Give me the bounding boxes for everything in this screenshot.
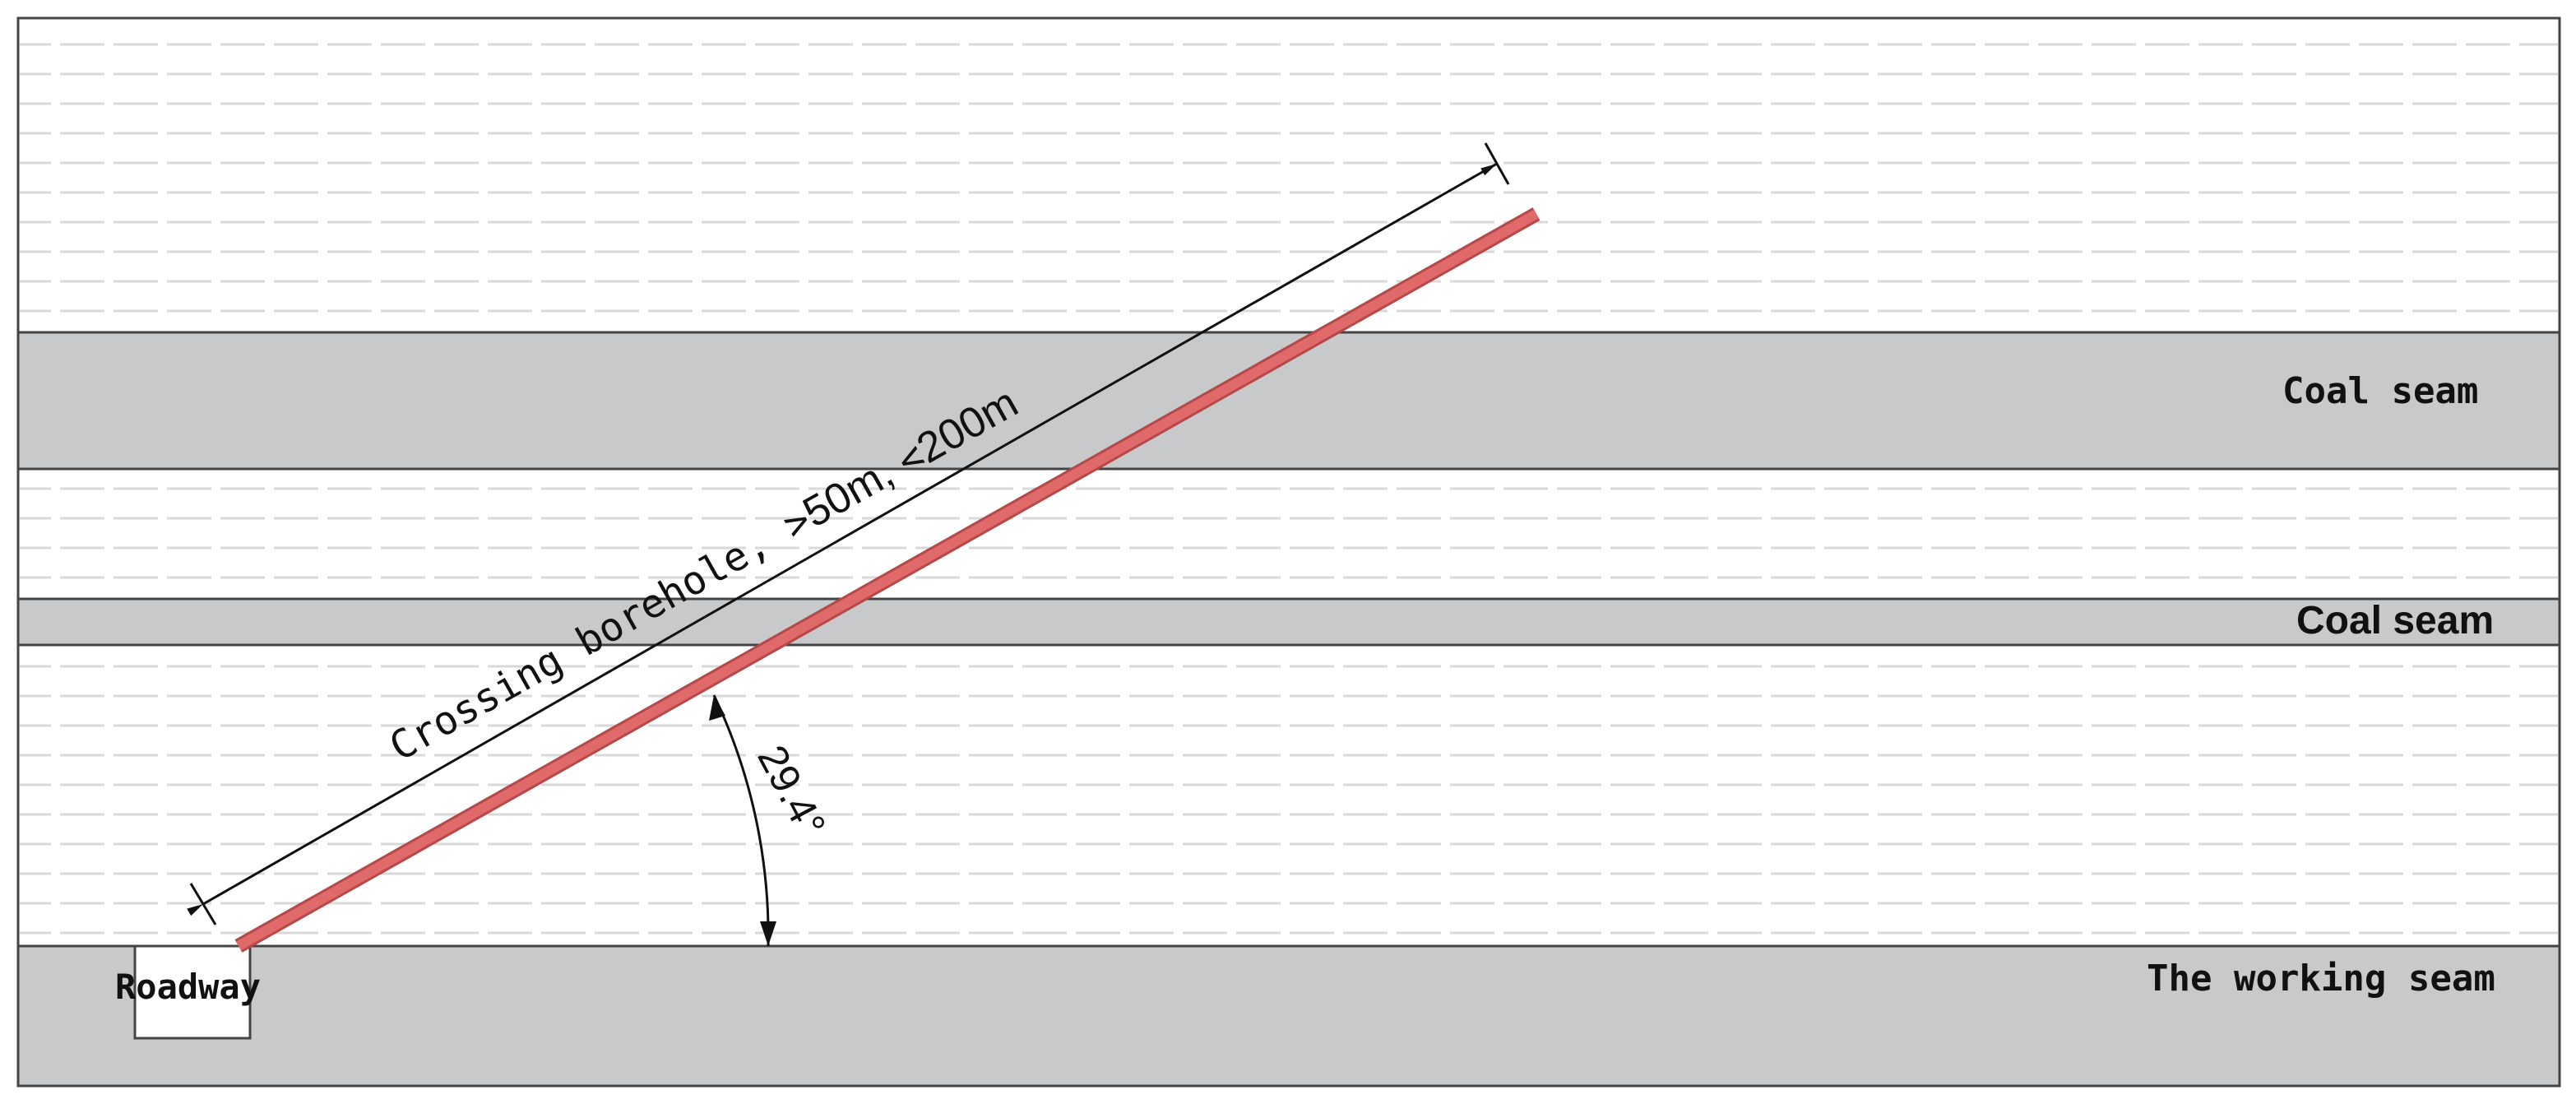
roadway-label: Roadway [115, 967, 261, 1007]
angle-arc-arrow-top [709, 695, 725, 721]
coal-seam-thin-label: Coal seam [2296, 599, 2494, 642]
rock-middle-layer [20, 469, 2558, 599]
coal-seam-upper-label: Coal seam [2282, 370, 2478, 412]
working-seam [16, 944, 2561, 1088]
rock-lower-layer [20, 645, 2558, 946]
coal-seam-thin [16, 597, 2561, 647]
roadway-box [133, 944, 252, 1040]
working-seam-label: The working seam [2147, 958, 2495, 1000]
angle-arc-arrow-bottom [760, 921, 776, 946]
borehole-dimension-arrow [187, 162, 1498, 916]
angle-arc [712, 694, 770, 947]
rock-top-layer [20, 20, 2558, 332]
